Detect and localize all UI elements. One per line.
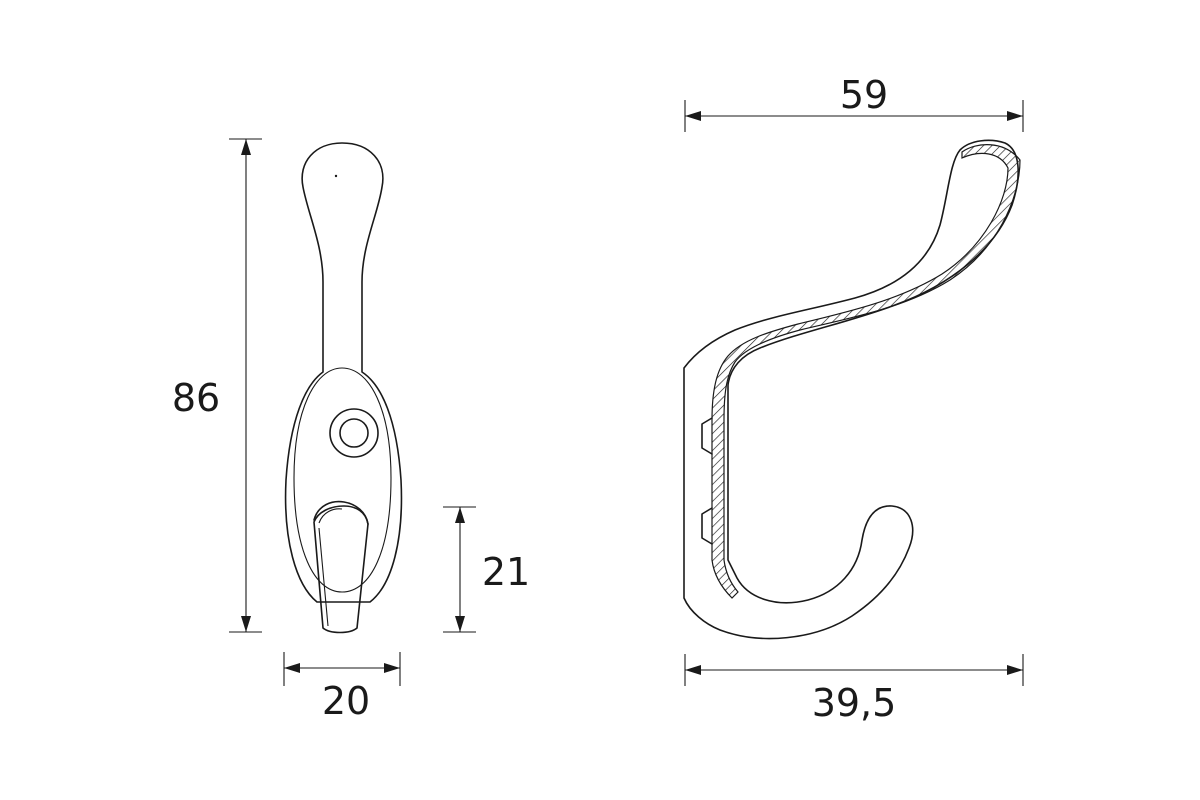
lower-boss-outline-inner — [318, 508, 343, 524]
lower-hook-label: 21 — [482, 550, 530, 594]
top-width-arrow-right — [1007, 111, 1023, 121]
side-view: 59 39,5 — [683, 73, 1024, 725]
width-arrow-left — [284, 663, 300, 673]
height-arrow-bottom — [241, 616, 251, 632]
front-view-highlight-dot — [334, 174, 338, 178]
lower-hook-arrow-bottom — [455, 616, 465, 632]
height-label: 86 — [172, 376, 220, 420]
lower-mounting-lug — [701, 507, 713, 545]
bottom-width-arrow-right — [1007, 665, 1023, 675]
screw-hole-outer — [329, 408, 379, 458]
width-arrow-right — [384, 663, 400, 673]
top-width-arrow-left — [685, 111, 701, 121]
screw-hole-inner — [339, 418, 369, 448]
lower-hook-arrow-top — [455, 507, 465, 523]
side-view-outer-outline — [683, 139, 1019, 640]
bottom-width-label: 39,5 — [812, 681, 897, 725]
top-width-label: 59 — [840, 73, 888, 117]
small-hook-tongue-edge — [318, 527, 329, 627]
width-label: 20 — [322, 679, 370, 723]
height-arrow-top — [241, 139, 251, 155]
bottom-width-arrow-left — [685, 665, 701, 675]
upper-mounting-lug — [701, 417, 713, 455]
front-view: 86 20 21 — [172, 138, 530, 723]
front-view-body-outline — [284, 142, 403, 603]
small-hook-tongue — [313, 505, 369, 634]
side-view-section-hatch — [711, 144, 1021, 599]
front-view-plate-outline — [293, 367, 392, 593]
